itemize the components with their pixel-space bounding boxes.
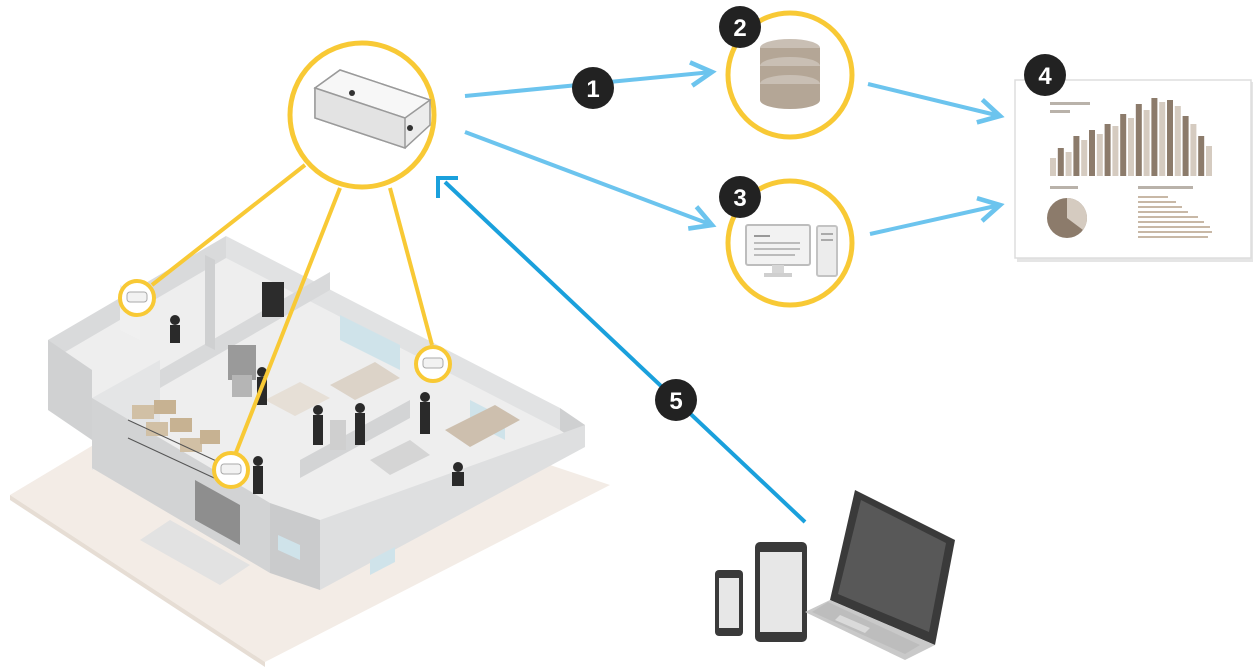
svg-text:2: 2 [733, 15, 746, 42]
svg-text:5: 5 [669, 388, 682, 415]
step-badge-1: 1 [572, 67, 614, 109]
report-bar [1104, 124, 1111, 176]
report-pie-chart [1047, 186, 1087, 238]
report-bar-chart [1050, 98, 1212, 176]
report-bar [1128, 118, 1134, 176]
desktop-computer[interactable] [725, 178, 855, 308]
store-floorplan [10, 236, 610, 667]
sensor-location-2[interactable] [414, 345, 452, 383]
remote-access-arrow [436, 176, 807, 524]
report-bar [1182, 116, 1189, 176]
report-bar [1135, 104, 1142, 176]
report-bar [1081, 140, 1088, 176]
report-bar [1143, 110, 1150, 176]
client-devices[interactable] [715, 490, 955, 660]
analytics-report[interactable] [1014, 79, 1253, 262]
desktop-computer-icon [745, 224, 838, 277]
store-fixtures [228, 282, 520, 475]
step-badge-2: 2 [719, 6, 761, 48]
report-text-list [1138, 186, 1212, 238]
report-bar [1159, 102, 1166, 176]
smartphone-icon [715, 570, 743, 636]
sensor-location-1[interactable] [118, 279, 156, 317]
report-bar [1206, 146, 1212, 176]
report-bar [1112, 126, 1119, 176]
report-bar [1073, 136, 1080, 176]
step-badge-3: 3 [719, 176, 761, 218]
report-bar [1065, 152, 1072, 176]
people-counter-sensor[interactable] [287, 40, 437, 190]
report-bar [1057, 148, 1064, 176]
sensor-connection-lines [150, 163, 434, 456]
step-badge-4: 4 [1024, 54, 1066, 96]
svg-text:1: 1 [586, 76, 599, 103]
report-bar [1174, 106, 1181, 176]
report-bar [1151, 98, 1158, 176]
report-bar [1089, 130, 1095, 176]
report-header-lines [1050, 102, 1090, 113]
svg-text:4: 4 [1038, 63, 1052, 90]
report-bar [1096, 134, 1103, 176]
storage-shelves [127, 400, 226, 484]
tablet-icon [755, 542, 807, 642]
sensor-location-3[interactable] [212, 451, 250, 489]
report-bar [1120, 114, 1127, 176]
step-badge-5: 5 [655, 379, 697, 421]
report-bar [1050, 158, 1056, 176]
people-counter-sensor-icon [313, 69, 432, 150]
database-server-icon [760, 39, 820, 109]
svg-text:3: 3 [733, 185, 746, 212]
database-server[interactable] [725, 10, 855, 140]
people-silhouettes [170, 315, 464, 494]
report-bar [1190, 124, 1197, 176]
report-bar [1167, 100, 1173, 176]
report-bar [1198, 136, 1205, 176]
laptop-icon [805, 490, 955, 660]
